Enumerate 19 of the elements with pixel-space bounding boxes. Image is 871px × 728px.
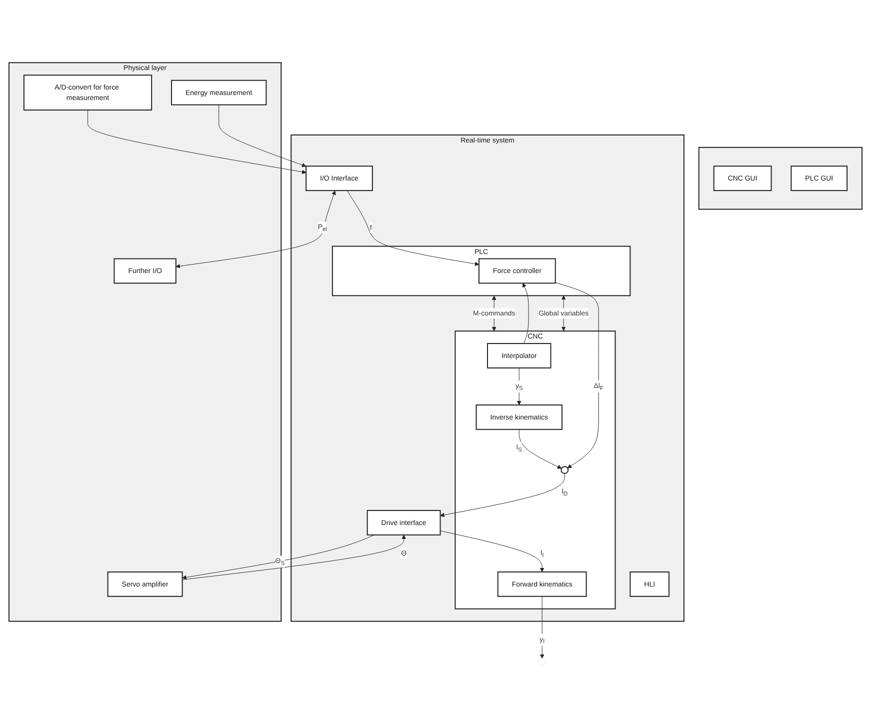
node-box (476, 404, 562, 430)
node-box (478, 258, 556, 284)
node-box (630, 571, 670, 597)
cluster (332, 246, 631, 296)
node-circle (560, 466, 569, 474)
node-box (366, 510, 441, 536)
cluster (290, 134, 684, 622)
cluster (698, 146, 862, 210)
node-box (497, 571, 587, 597)
node-box (23, 74, 152, 111)
cluster (8, 62, 282, 622)
node-box (713, 166, 772, 192)
node-box (790, 166, 848, 192)
node-box (171, 80, 267, 106)
node-box (487, 343, 552, 368)
node-box (306, 166, 373, 192)
node-box (114, 258, 176, 284)
cluster (454, 330, 616, 610)
node-box (107, 571, 183, 597)
